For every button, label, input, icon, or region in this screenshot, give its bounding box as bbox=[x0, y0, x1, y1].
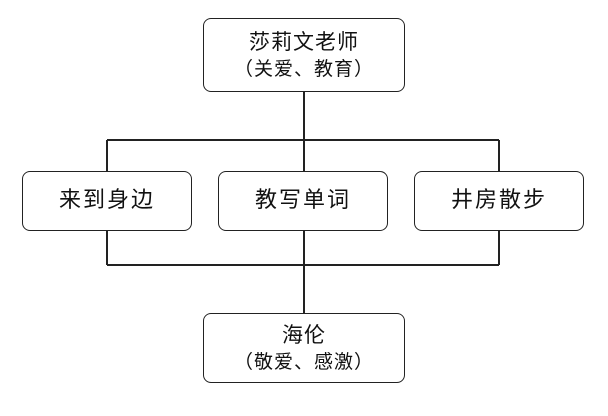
event-label-arrival: 来到身边 bbox=[58, 188, 155, 214]
helen-node: 海伦 （敬爱、感激） bbox=[203, 313, 405, 383]
helen-title: 海伦 bbox=[282, 322, 326, 347]
event-node-arrival: 来到身边 bbox=[22, 171, 192, 231]
helen-subtitle: （敬爱、感激） bbox=[233, 350, 374, 373]
teacher-title: 莎莉文老师 bbox=[249, 29, 359, 54]
teacher-subtitle: （关爱、教育） bbox=[233, 57, 374, 80]
teacher-node: 莎莉文老师 （关爱、教育） bbox=[203, 18, 405, 92]
event-label-well-house-walk: 井房散步 bbox=[450, 188, 547, 214]
event-label-teaching-words: 教写单词 bbox=[254, 188, 351, 214]
event-node-teaching-words: 教写单词 bbox=[218, 171, 388, 231]
event-node-well-house-walk: 井房散步 bbox=[414, 171, 584, 231]
